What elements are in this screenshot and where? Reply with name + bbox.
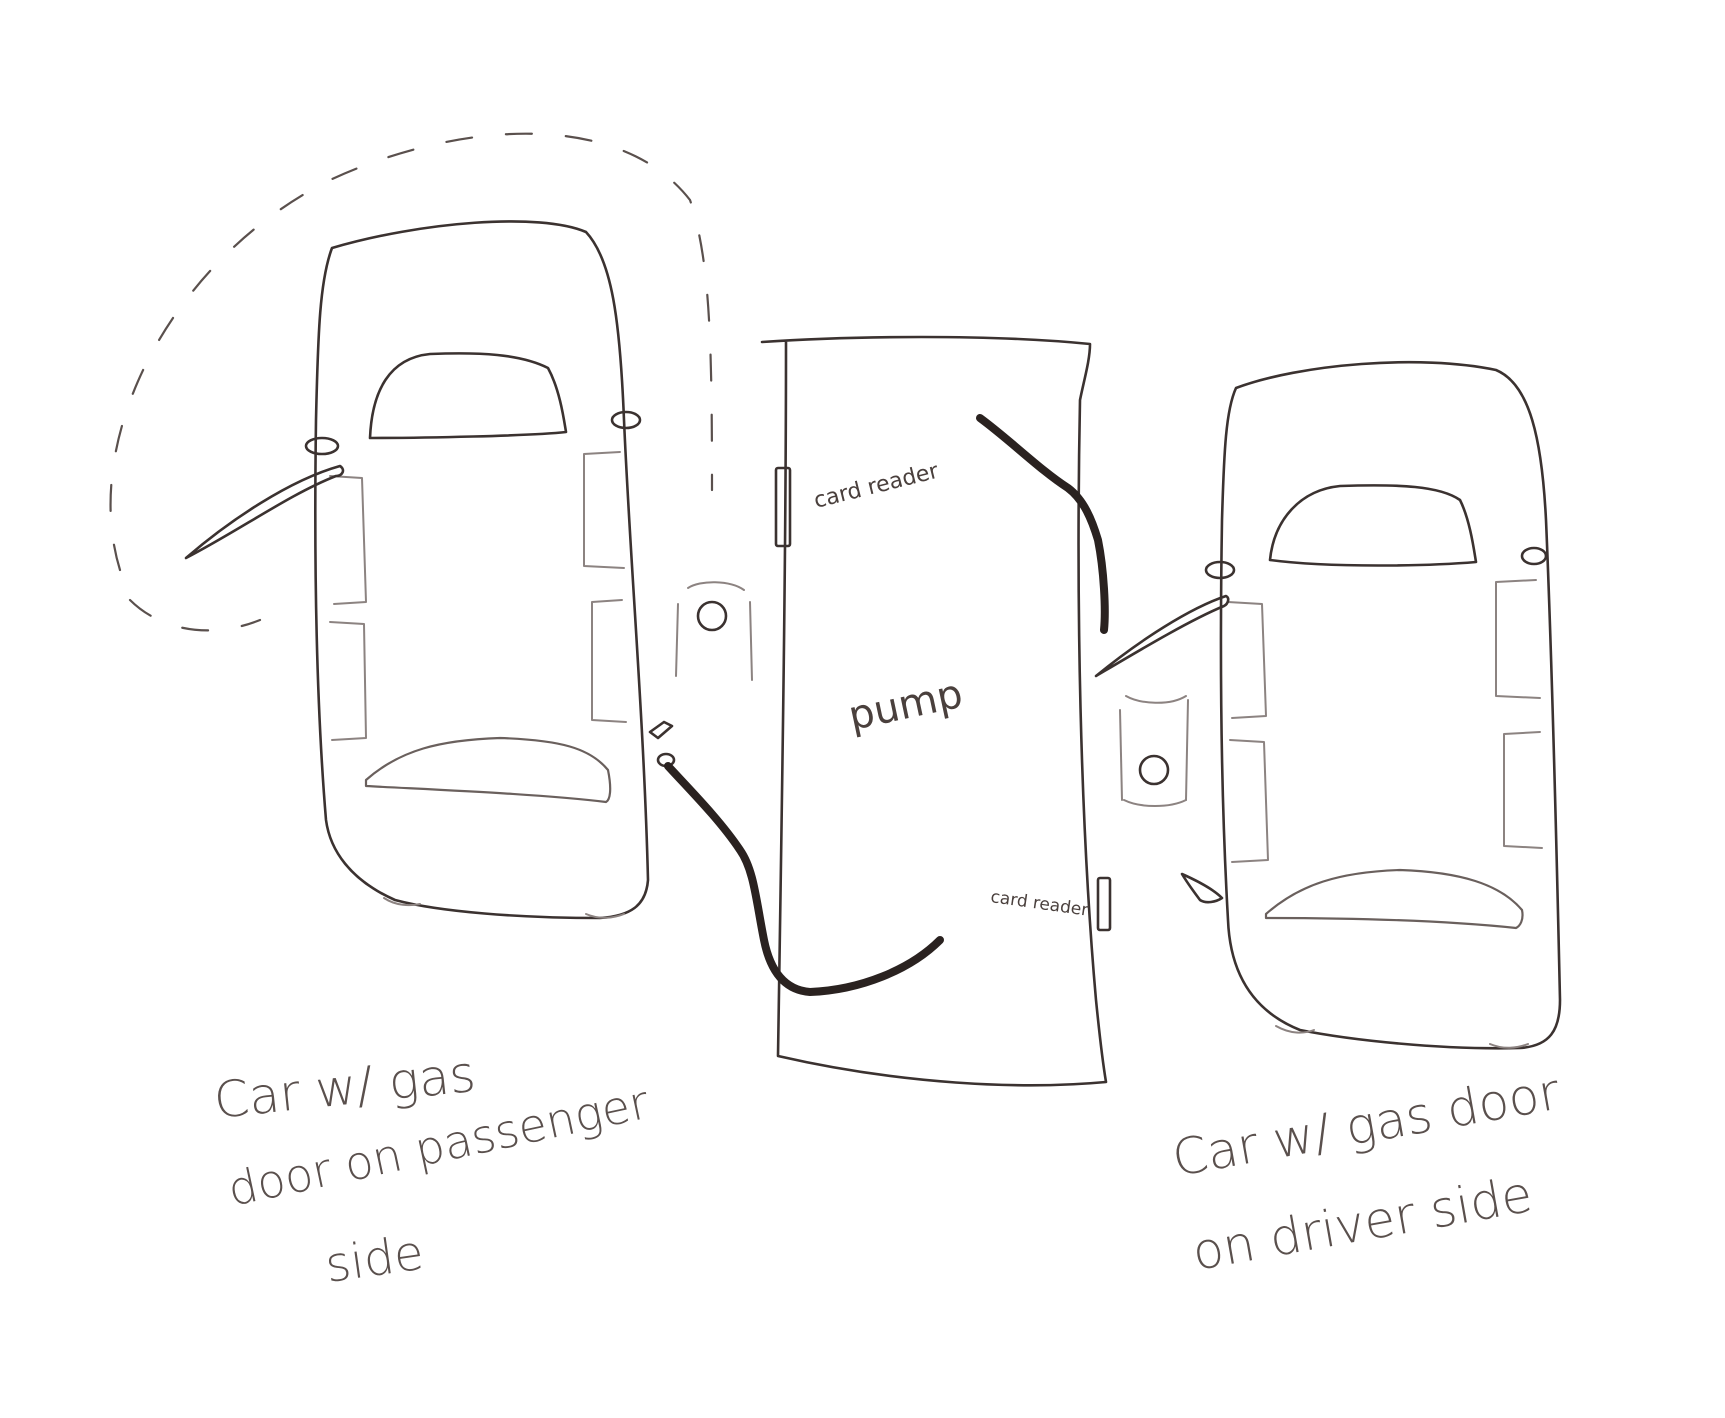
left-car [109, 132, 714, 920]
right-car-gas-door [1180, 872, 1224, 904]
card-reader-slot-top [774, 466, 792, 548]
left-caption-line-3: side [322, 1225, 427, 1294]
pump-label: pump [845, 671, 967, 740]
card-reader-top-label: card reader [811, 459, 942, 514]
hose-right [976, 414, 1109, 634]
hose-left [664, 762, 944, 996]
card-reader-bottom-label: card reader [989, 887, 1089, 920]
right-mirror [610, 410, 642, 430]
svg-text:card reader: card reader [989, 887, 1089, 920]
svg-text:on driver side: on driver side [1188, 1165, 1536, 1282]
card-reader-slot-bottom [1096, 876, 1112, 932]
left-caption: Car w/ gas door on passenger side [211, 1045, 653, 1294]
svg-text:side: side [322, 1225, 427, 1294]
left-car-gas-door [648, 720, 674, 740]
svg-text:card reader: card reader [811, 459, 942, 514]
pump-body [760, 335, 1108, 1087]
left-car-open-door [184, 464, 345, 560]
left-mirror [304, 436, 340, 456]
pump: card reader card reader pump [664, 335, 1112, 1087]
right-car-open-door [1094, 594, 1230, 678]
left-caption-line-1: Car w/ gas [211, 1045, 478, 1130]
left-bollard [675, 581, 753, 681]
svg-text:pump: pump [845, 671, 967, 740]
right-caption-line-2: on driver side [1188, 1165, 1536, 1282]
right-bollard [1119, 695, 1189, 807]
right-caption: Car w/ gas door on driver side [1168, 1063, 1564, 1282]
svg-text:Car w/ gas: Car w/ gas [211, 1045, 478, 1130]
right-car [1094, 360, 1562, 1050]
